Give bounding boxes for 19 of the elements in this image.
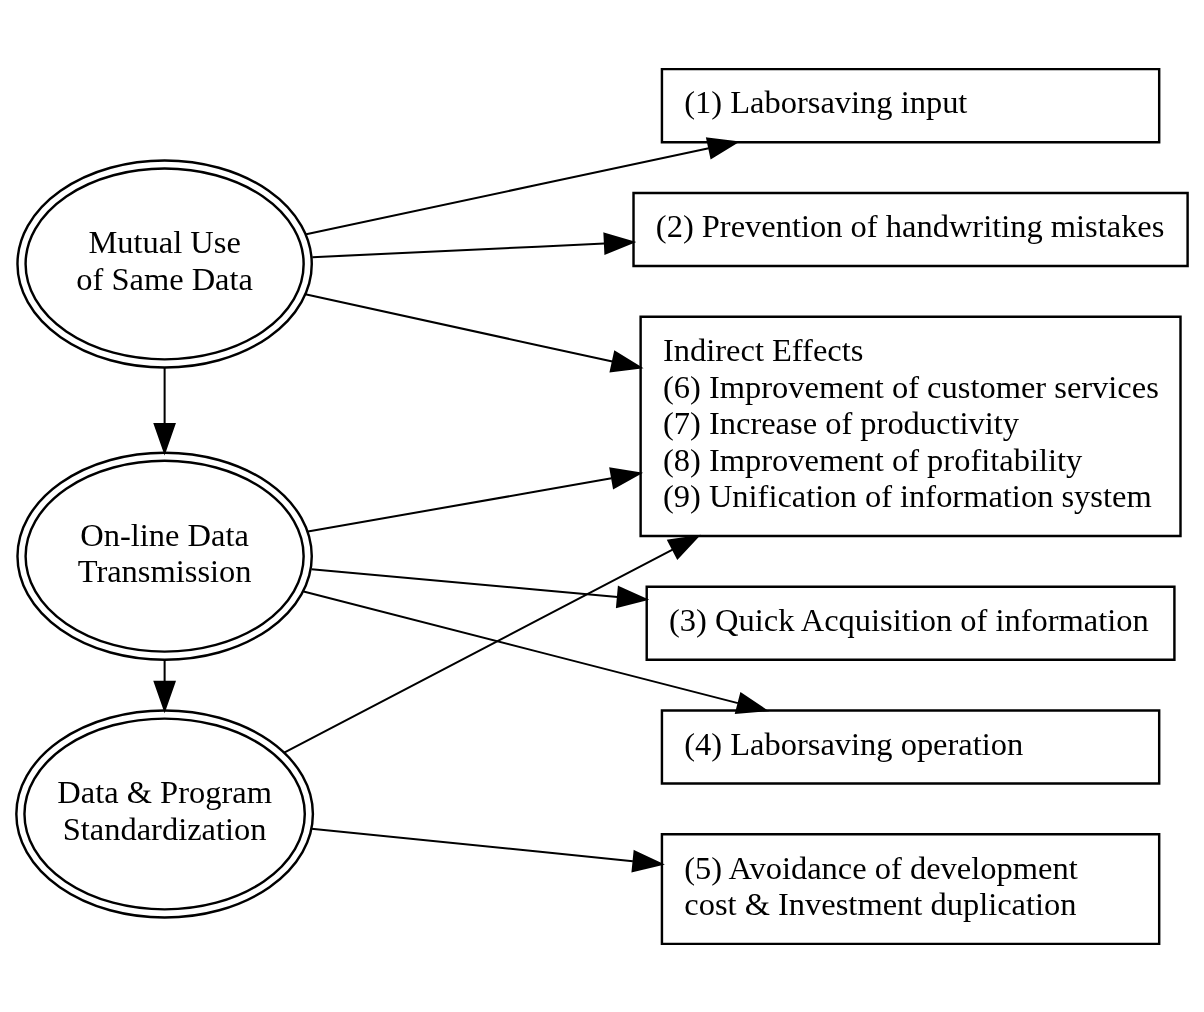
arrow (311, 827, 665, 872)
node-ellipse: Mutual Use of Same Data (16, 158, 313, 369)
node-box: (1) Laborsaving input (660, 67, 1161, 143)
node-box: (4) Laborsaving operation (660, 708, 1161, 785)
node-box: (5) Avoidance of development cost & Investment duplication (660, 832, 1161, 945)
node-ellipse: Data & Program Standardization (15, 708, 315, 919)
arrow (303, 589, 770, 714)
arrow (305, 292, 644, 372)
arrow (283, 534, 701, 753)
arrow (153, 367, 176, 455)
arrow (305, 136, 740, 235)
arrow (312, 231, 637, 258)
node-ellipse: On-line Data Transmission (16, 451, 313, 661)
arrow (307, 466, 644, 532)
arrow (153, 659, 176, 713)
node-box: Indirect Effects (6) Improvement of customer services (7) Increase of productivity (8) Improvement of profitability (9) Unification of information system (639, 315, 1182, 537)
node-box: (3) Quick Acquisition of information (645, 584, 1176, 661)
arrow (311, 567, 650, 608)
node-box: (2) Prevention of handwriting mistakes (632, 191, 1189, 267)
